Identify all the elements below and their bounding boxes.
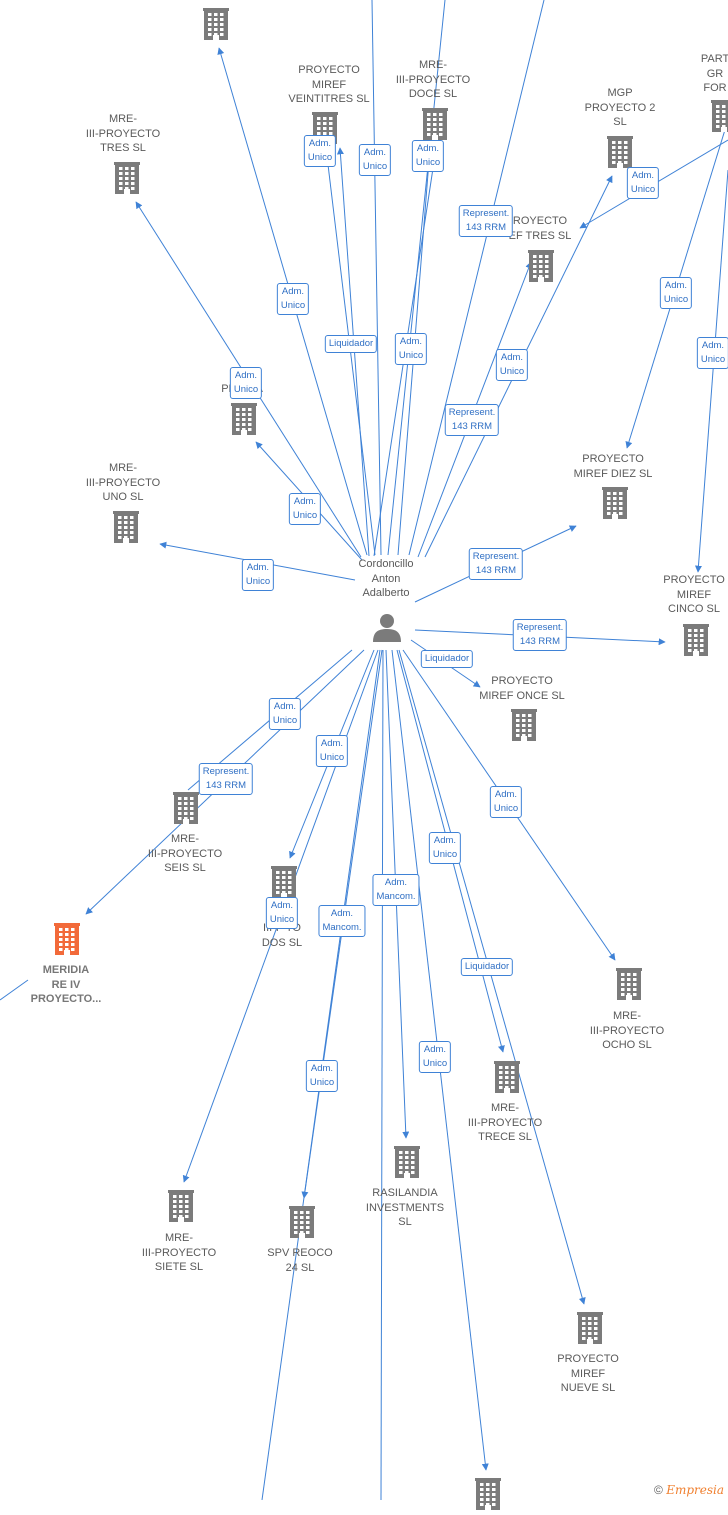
company-label[interactable]: MRE- III-PROYECTO UNO SL	[85, 462, 161, 503]
company-building-icon[interactable]	[168, 1190, 194, 1222]
relation-edge	[398, 649, 586, 1305]
relation-tag[interactable]: Represent. 143 RRM	[468, 548, 524, 580]
relation-edge	[371, 0, 382, 556]
company-building-icon[interactable]	[271, 866, 297, 898]
relation-tag[interactable]: Adm. Mancom.	[372, 874, 420, 906]
company-building-icon[interactable]	[511, 709, 537, 741]
company-label[interactable]: PROYECTO MIREF VEINTITRES SL	[288, 64, 370, 105]
relation-tag[interactable]: Adm. Unico	[305, 1060, 339, 1092]
relation-tag[interactable]: Adm. Unico	[241, 559, 275, 591]
relation-edge	[380, 649, 384, 1500]
company-label[interactable]: MERIDIA RE IV PROYECTO...	[30, 964, 102, 1005]
company-building-icon[interactable]	[54, 923, 80, 955]
company-building-icon[interactable]	[711, 100, 728, 132]
company-label[interactable]: MRE- III-PROYECTO TRES SL	[85, 113, 161, 154]
company-building-icon[interactable]	[114, 162, 140, 194]
copyright-symbol: ©	[654, 1483, 663, 1497]
company-label[interactable]: MRE- III-PROYECTO SIETE SL	[141, 1232, 217, 1273]
relation-tag[interactable]: Adm. Unico	[418, 1041, 452, 1073]
relation-tag[interactable]: Adm. Unico	[265, 897, 299, 929]
company-label[interactable]: PART GR FOR	[700, 53, 728, 94]
relation-tag[interactable]: Represent. 143 RRM	[444, 404, 500, 436]
footer-brand[interactable]: © Empresia	[654, 1483, 724, 1497]
relation-tag[interactable]: Liquidador	[420, 650, 474, 668]
company-building-icon[interactable]	[577, 1312, 603, 1344]
company-building-icon[interactable]	[289, 1206, 315, 1238]
company-building-icon[interactable]	[528, 250, 554, 282]
company-label[interactable]: MGP PROYECTO 2 SL	[584, 87, 656, 128]
center-person-name[interactable]: Cordoncillo Anton Adalberto	[358, 558, 414, 599]
relation-edge	[408, 0, 545, 556]
relation-edge	[0, 979, 29, 1001]
company-label[interactable]: SPV REOCO 24 SL	[267, 1247, 333, 1274]
relation-tag[interactable]: Represent. 143 RRM	[458, 205, 514, 237]
relation-tag[interactable]: Represent. 143 RRM	[198, 763, 254, 795]
company-label[interactable]: RASILANDIA INVESTMENTS SL	[365, 1187, 445, 1228]
company-building-icon[interactable]	[113, 511, 139, 543]
company-building-icon[interactable]	[394, 1146, 420, 1178]
relation-tag[interactable]: Adm. Unico	[315, 735, 349, 767]
company-label[interactable]: ROYECTO EF TRES SL	[508, 215, 572, 242]
relation-tag[interactable]: Adm. Unico	[696, 337, 728, 369]
company-building-icon[interactable]	[475, 1478, 501, 1510]
company-label[interactable]: MRE- III-PROYECTO SEIS SL	[147, 833, 223, 874]
company-label[interactable]: PROYECTO MIREF NUEVE SL	[557, 1353, 619, 1394]
relation-tag[interactable]: Adm. Unico	[358, 144, 392, 176]
relation-tag[interactable]: Liquidador	[324, 335, 378, 353]
company-label[interactable]: MRE- III-PROYECTO OCHO SL	[589, 1010, 665, 1051]
relation-tag[interactable]: Adm. Unico	[303, 135, 337, 167]
company-label[interactable]: MRE- III-PROYECTO TRECE SL	[467, 1102, 543, 1143]
relation-tag[interactable]: Adm. Unico	[268, 698, 302, 730]
company-building-icon[interactable]	[231, 403, 257, 435]
relation-tag[interactable]: Adm. Unico	[495, 349, 529, 381]
company-building-icon[interactable]	[683, 624, 709, 656]
company-building-icon[interactable]	[494, 1061, 520, 1093]
relation-tag[interactable]: Adm. Unico	[411, 140, 445, 172]
relation-tag[interactable]: Adm. Unico	[394, 333, 428, 365]
company-building-icon[interactable]	[607, 136, 633, 168]
company-building-icon[interactable]	[602, 487, 628, 519]
relation-tag[interactable]: Adm. Unico	[229, 367, 263, 399]
company-label[interactable]: PROYECTO MIREF CINCO SL	[663, 574, 725, 615]
company-building-icon[interactable]	[203, 8, 229, 40]
relation-tag[interactable]: Adm. Unico	[428, 832, 462, 864]
company-label[interactable]: PROYECTO MIREF ONCE SL	[479, 675, 565, 702]
person-icon[interactable]	[372, 612, 402, 642]
relation-tag[interactable]: Adm. Unico	[276, 283, 310, 315]
company-label[interactable]: MRE- III-PROYECTO DOCE SL	[395, 59, 471, 100]
relation-tag[interactable]: Adm. Unico	[659, 277, 693, 309]
relation-edge	[694, 169, 728, 573]
relation-tag[interactable]: Adm. Unico	[489, 786, 523, 818]
brand-name: Empresia	[666, 1483, 724, 1497]
company-building-icon[interactable]	[616, 968, 642, 1000]
relation-tag[interactable]: Liquidador	[460, 958, 514, 976]
company-building-icon[interactable]	[173, 792, 199, 824]
relation-tag[interactable]: Adm. Unico	[626, 167, 660, 199]
relation-tag[interactable]: Adm. Unico	[288, 493, 322, 525]
company-building-icon[interactable]	[422, 108, 448, 140]
company-label[interactable]: PROYECTO MIREF DIEZ SL	[573, 453, 653, 480]
relation-tag[interactable]: Represent. 143 RRM	[512, 619, 568, 651]
relation-tag[interactable]: Adm. Mancom.	[318, 905, 366, 937]
